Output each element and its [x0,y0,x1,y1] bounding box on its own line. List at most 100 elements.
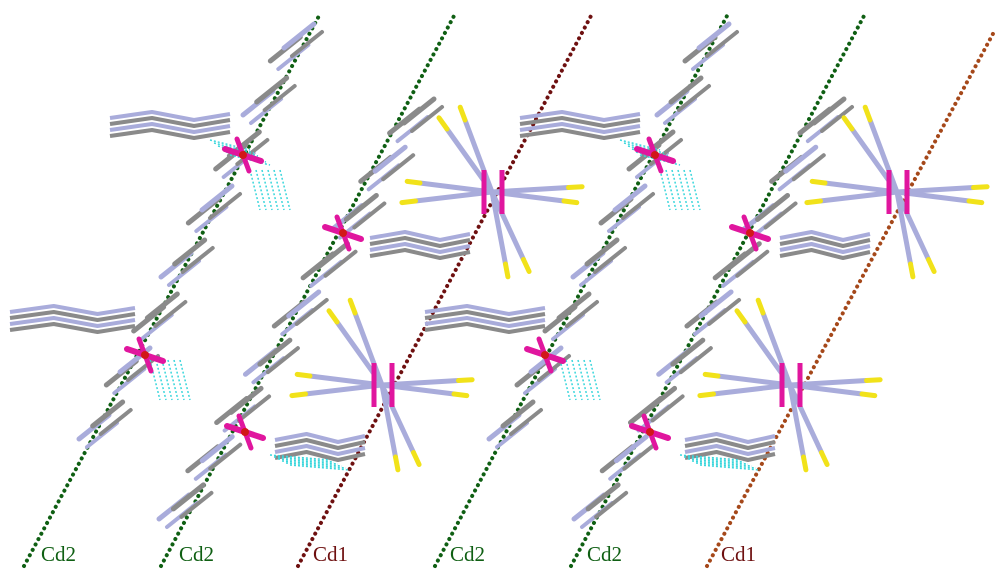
sulfur-atom [908,261,916,280]
ligand-bond [199,183,235,213]
sulfur-atom [819,450,830,467]
ligand-arm [109,110,231,122]
sulfur-atom [326,308,340,325]
ligand-bond [642,385,678,415]
sulfur-atom [841,115,855,132]
hydrogen-bond [565,359,577,401]
ncs-bond [867,117,900,195]
ligand-arm [684,438,776,450]
oxygen-atom [339,229,347,237]
ligand-bond [705,30,739,58]
ncs-bond [787,382,824,455]
oxygen-atom [241,428,249,436]
hydrogen-bond [577,359,589,401]
hydrogen-bond [571,359,583,401]
molecular-framework [9,21,990,529]
ligand-arm [519,110,641,122]
ligand-bond [98,408,133,436]
chain-labels: Cd2 Cd2 Cd1 Cd2 Cd2 Cd1 [41,542,756,566]
ligand-arm [109,128,231,140]
ligand-bond [696,21,732,51]
ligand-arm [519,128,641,140]
label-cd1-2: Cd1 [721,542,756,566]
ligand-bond [565,300,599,328]
sulfur-atom [859,391,878,399]
oxygen-atom [651,151,659,159]
sulfur-atom [436,115,450,132]
sulfur-atom [457,104,468,123]
ligand-bond [180,246,215,274]
sulfur-atom [755,297,766,316]
ligand-arm [369,236,471,248]
ligand-bond [585,482,621,512]
ligand-bond [286,289,322,319]
ligand-bond [281,21,317,51]
ligand-bond [670,337,706,367]
sulfur-atom [971,184,990,190]
ligand-bond [381,153,416,182]
ncs-bond [352,310,385,388]
ligand-bond [257,337,293,367]
oxygen-atom [141,351,149,359]
ligand-arm [684,450,776,462]
ligand-arm [274,444,366,456]
ligand-bond [735,249,770,278]
ligand-arm [684,444,776,456]
hydrogen-bond [619,139,661,151]
hydrogen-bond [209,139,251,151]
ligand-bond [90,399,126,429]
ligand-bond [763,201,798,230]
ligand-bond [791,153,826,182]
ligand-bond [172,237,208,267]
axis-line [569,12,867,568]
hydrogen-bond [213,142,255,154]
ligand-bond [170,482,206,512]
ncs-bond [818,189,900,204]
ligand-bond [401,96,437,126]
ligand-arm [519,122,641,134]
sulfur-atom [801,454,809,473]
sulfur-atom [566,184,585,190]
hydrogen-bond [583,359,595,401]
hydrogen-bond [639,154,681,166]
axis-line [705,28,995,568]
ligand-arm [109,116,231,128]
sulfur-atom [862,104,873,123]
ligand-bond [199,434,235,464]
hydrogen-bond [659,169,671,211]
ncs-bond [489,189,508,267]
ligand-arm [274,432,366,444]
ligand-bond [556,291,592,321]
ligand-arm [779,248,871,260]
hydrogen-bond [155,359,167,401]
ligand-arm [424,304,546,316]
ligand-bond [323,249,358,278]
hydrogen-bond [255,169,267,211]
sulfur-atom [411,450,422,467]
sulfur-atom [294,371,313,379]
ligand-arm [274,450,366,462]
hydrogen-bond [161,359,173,401]
ligand-bond [237,394,272,423]
sulfur-atom [966,198,985,206]
ligand-bond [228,385,264,415]
hydrogen-bond [289,464,351,471]
oxygen-atom [646,428,654,436]
ncs-bond [462,117,495,195]
ncs-bond [760,310,793,388]
hydrogen-bond [279,169,291,211]
hydrogen-bond [623,142,665,154]
ncs-bond [417,180,495,195]
sulfur-atom [456,377,475,383]
ligand-bond [650,394,685,423]
ligand-bond [677,84,711,112]
sulfur-atom [393,454,401,473]
ligand-bond [622,442,657,471]
ligand-arm [424,322,546,334]
ligand-arm [424,310,546,322]
ncs-bond [303,382,385,397]
ncs-bond [894,189,931,262]
ligand-bond [265,346,300,375]
hydrogen-bond [671,169,683,211]
sulfur-atom [561,198,580,206]
